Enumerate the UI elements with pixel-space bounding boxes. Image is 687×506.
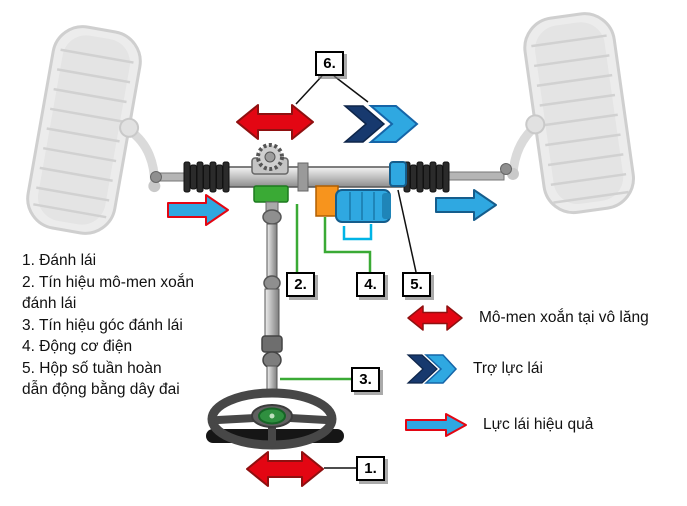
motor-signal-line: [323, 217, 372, 272]
callout-3: 3.: [351, 367, 380, 392]
steering-wheel: [206, 388, 344, 450]
legend-line-5b: dẫn động bằng dây đai: [22, 381, 180, 398]
assist-arrow: [342, 105, 419, 143]
parts-legend: 1. Đánh lái 2. Tín hiệu mô-men xoắn đánh…: [22, 250, 194, 401]
torque-sensor: [253, 185, 289, 203]
steering-torque-arrow-bottom: [246, 451, 324, 487]
motor-assembly: [315, 161, 407, 223]
callout-5: 5.: [402, 272, 431, 297]
legend-assist: Trợ lực lái: [406, 352, 543, 386]
mid-u-joint: [263, 275, 281, 291]
effective-force-arrow-icon: [405, 413, 467, 437]
assist-zigzag-arrow-icon: [406, 354, 458, 384]
left-bellows: [183, 161, 230, 193]
assist-link-line: [342, 224, 373, 241]
legend-label-assist: Trợ lực lái: [473, 360, 543, 377]
tire-tread: [531, 34, 629, 204]
red-double-arrow-icon: [407, 305, 463, 331]
right-bellows: [403, 161, 450, 193]
effective-force-arrow-right: [435, 189, 497, 221]
legend-label-effective: Lực lái hiệu quả: [483, 416, 594, 433]
effective-force-arrow-left: [167, 194, 229, 226]
callout-1: 1.: [356, 456, 385, 481]
steering-torque-arrow-top: [236, 104, 314, 140]
rack-clamp: [297, 162, 309, 192]
right-wheel: [506, 12, 635, 215]
callout-4: 4.: [356, 272, 385, 297]
legend-steering-torque: Mô-men xoắn tại vô lăng: [406, 303, 649, 333]
upper-u-joint: [262, 209, 282, 225]
connector-lines: [280, 75, 417, 469]
callout-6: 6.: [315, 51, 344, 76]
belt-gear-housing: [389, 161, 407, 187]
callout-2: 2.: [286, 272, 315, 297]
legend-label-torque: Mô-men xoắn tại vô lăng: [479, 309, 649, 326]
legend-line-4: 4. Động cơ điện: [22, 338, 133, 355]
legend-effective-force: Lực lái hiệu quả: [404, 412, 593, 438]
steering-rack: [183, 143, 450, 193]
legend-line-5: 5. Hộp số tuần hoàn: [22, 359, 162, 377]
motor-bracket: [315, 185, 339, 217]
legend-line-2: 2. Tín hiệu mô-men xoắn: [22, 273, 195, 291]
legend-line-2b: đánh lái: [22, 295, 77, 312]
left-wheel: [26, 25, 161, 235]
steering-column: [261, 201, 283, 397]
tie-rods: [150, 163, 512, 183]
tire-tread: [33, 48, 134, 219]
legend-line-1: 1. Đánh lái: [22, 252, 97, 269]
callout-6-lines: [295, 75, 369, 105]
legend-line-3: 3. Tín hiệu góc đánh lái: [22, 316, 183, 334]
callout-5-line: [397, 189, 417, 273]
